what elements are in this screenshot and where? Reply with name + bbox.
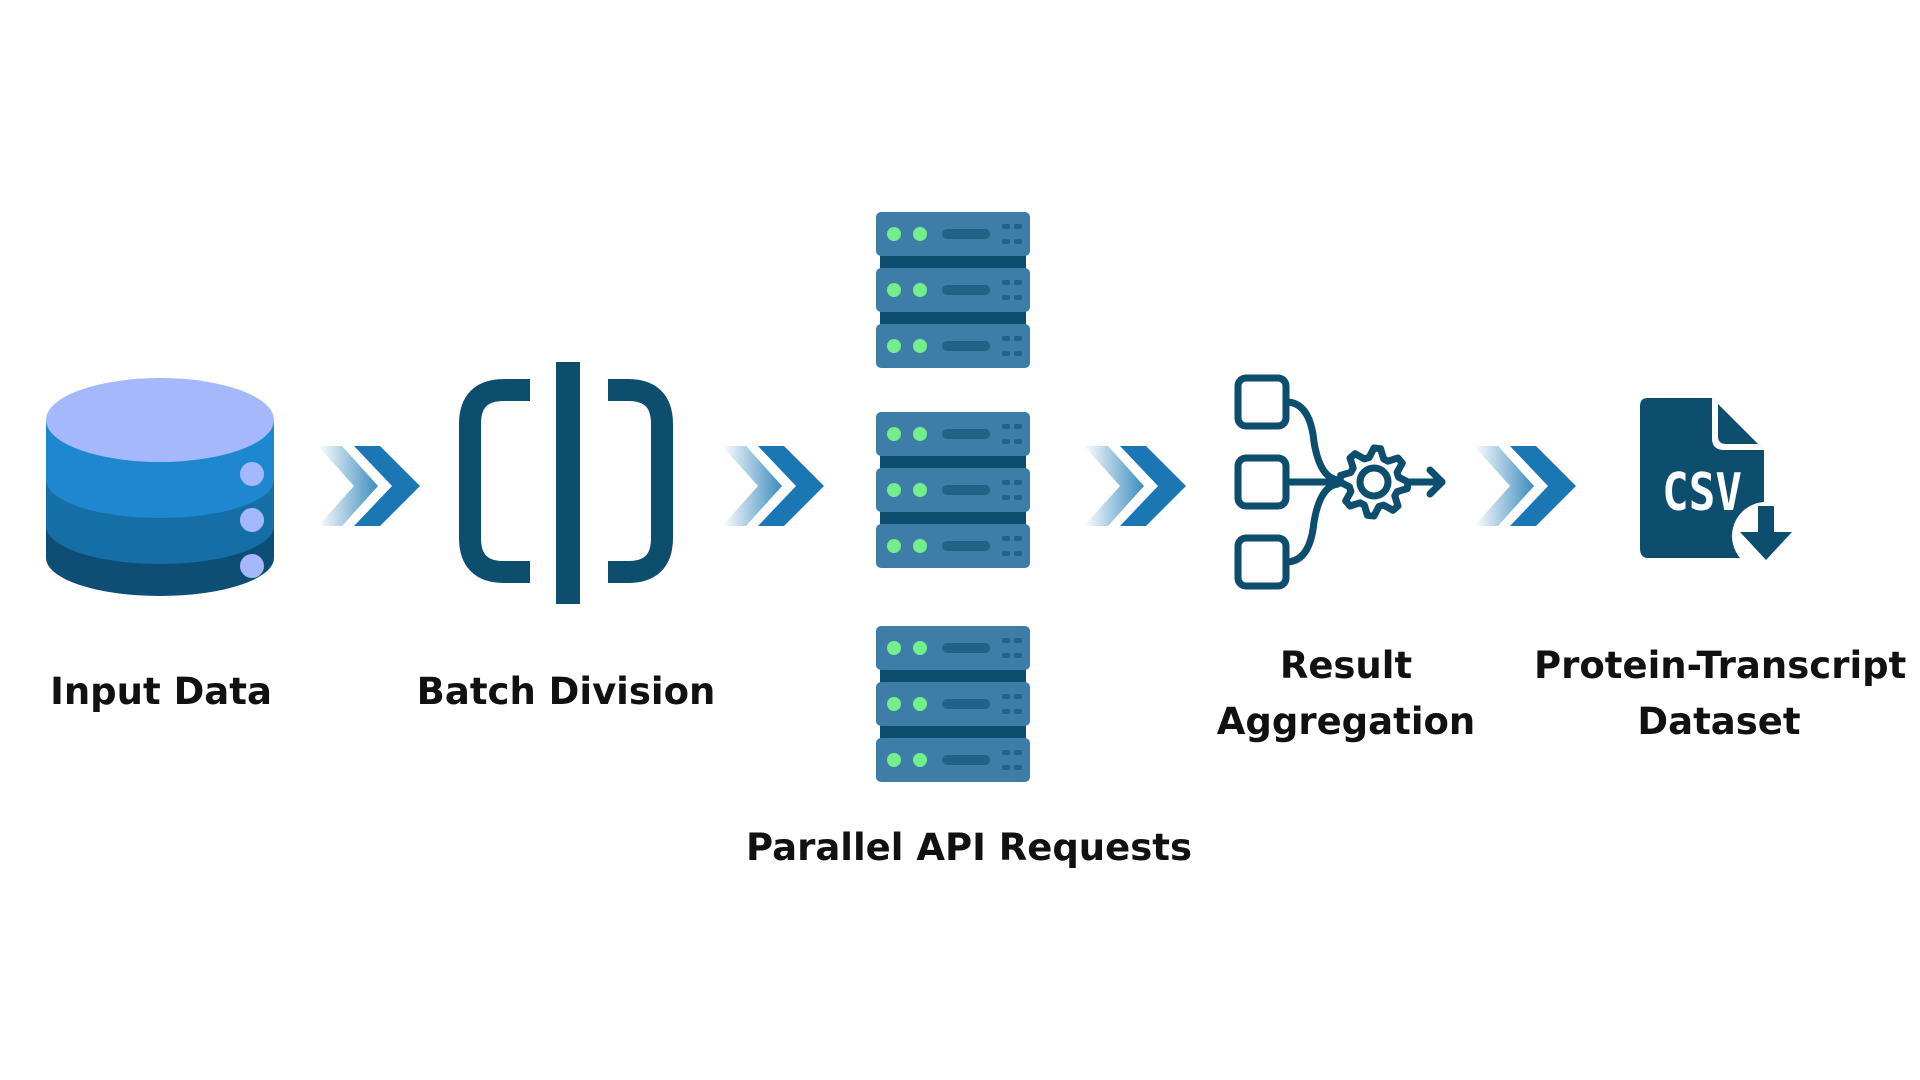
status-led: [887, 283, 901, 297]
status-led: [887, 339, 901, 353]
chevron-right-icon: [1474, 446, 1576, 526]
aggregation-gear-icon: [1234, 374, 1446, 590]
server-icon: [876, 412, 1030, 568]
database-icon: [46, 378, 274, 596]
status-led: [887, 697, 901, 711]
chevron-right-icon: [1084, 446, 1186, 526]
csv-download-icon: CSV: [1640, 398, 1800, 570]
label-protein-transcript-dataset: Protein-Transcript Dataset: [1534, 644, 1907, 743]
chevron-right-icon: [318, 446, 420, 526]
label-batch-division: Batch Division: [416, 670, 716, 713]
status-led: [913, 227, 927, 241]
status-led: [913, 339, 927, 353]
label-parallel-api-requests: Parallel API Requests: [746, 826, 1192, 869]
server-icon: [876, 626, 1030, 782]
server-rack-group: [876, 212, 1030, 784]
status-led: [913, 283, 927, 297]
label-result-aggregation: Result Aggregation: [1216, 644, 1476, 743]
status-led: [887, 227, 901, 241]
db-dot: [240, 554, 264, 578]
split-brackets-icon: [459, 362, 673, 604]
status-led: [913, 483, 927, 497]
server-icon: [876, 212, 1030, 368]
status-led: [913, 539, 927, 553]
label-input-data: Input Data: [50, 670, 272, 713]
status-led: [887, 753, 901, 767]
status-led: [913, 697, 927, 711]
status-led: [913, 753, 927, 767]
status-led: [887, 427, 901, 441]
status-led: [887, 483, 901, 497]
db-top-cap: [46, 378, 274, 462]
status-led: [887, 539, 901, 553]
status-led: [913, 427, 927, 441]
status-led: [913, 641, 927, 655]
db-dot: [240, 508, 264, 532]
csv-label: CSV: [1662, 463, 1742, 523]
status-led: [887, 641, 901, 655]
db-dot: [240, 462, 264, 486]
chevron-right-icon: [722, 446, 824, 526]
